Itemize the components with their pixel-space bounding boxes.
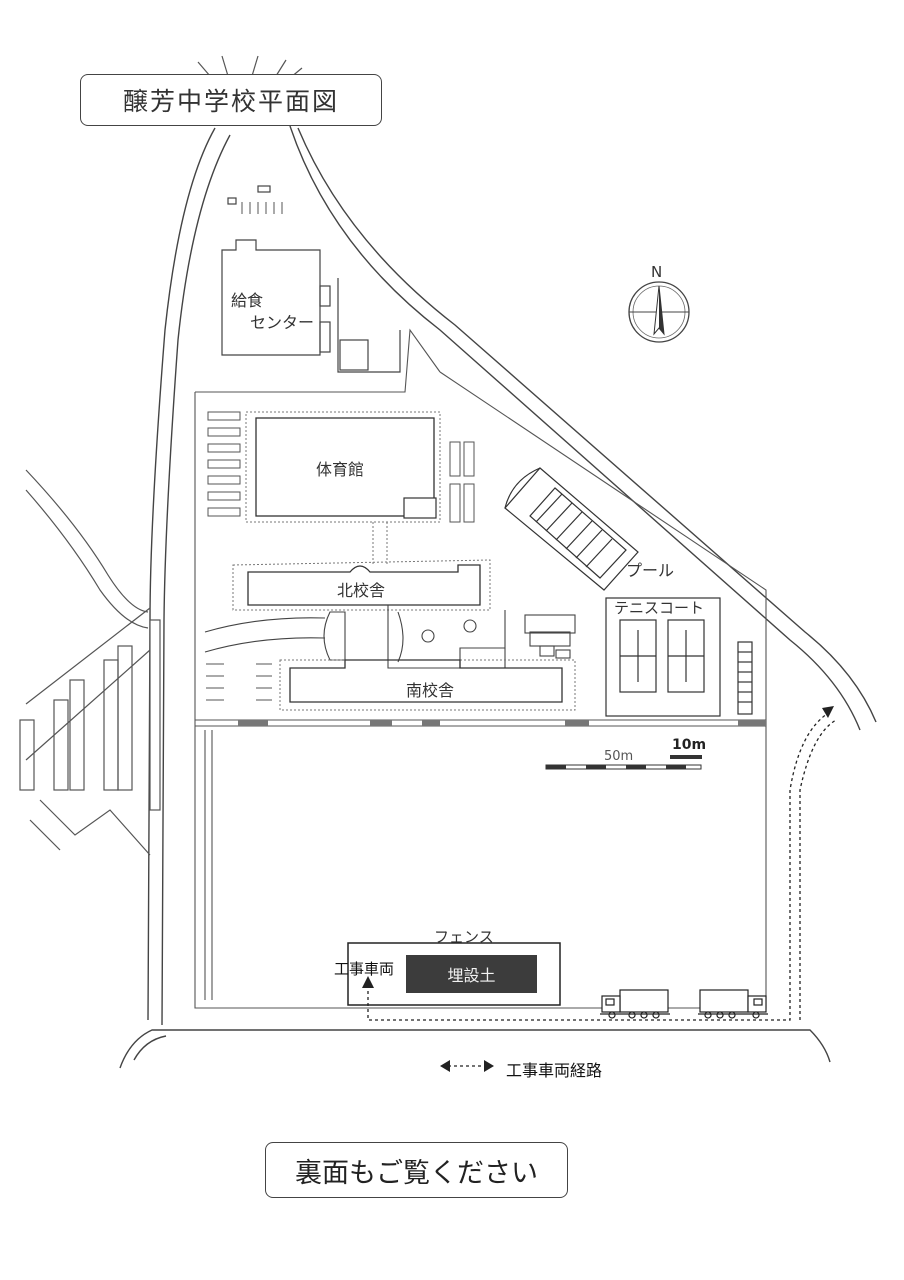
tennis-courts: [605, 597, 753, 717]
lunch-center-label-line1: 給食: [231, 291, 264, 310]
route-arrow-road: [822, 706, 834, 718]
scale-bar: [545, 755, 702, 770]
south-west-parking: [206, 663, 272, 701]
gym-east-parking: [449, 441, 475, 523]
title-rays: [197, 55, 303, 79]
route-arrow-fence: [362, 976, 374, 988]
lunch-center-building: [221, 185, 401, 373]
west-area: [19, 469, 161, 856]
gymnasium-label: 体育館: [316, 460, 365, 479]
fence-label: フェンス: [434, 928, 494, 946]
courtyard: [204, 605, 576, 669]
route-legend-label: 工事車両経路: [506, 1061, 603, 1080]
route-legend-arrow: [440, 1060, 494, 1072]
gym-west-parking: [207, 411, 241, 517]
school-boundary: [194, 328, 767, 1009]
truck-icon: [600, 989, 670, 1019]
pool-label: プール: [626, 561, 675, 580]
gymnasium-building: [245, 411, 441, 565]
compass: [628, 281, 690, 343]
compass-north-label: N: [651, 263, 663, 281]
school-fence-blocks: [238, 720, 766, 726]
scale-10m-label: 10m: [672, 737, 707, 753]
footer-note: 裏面もご覧ください: [265, 1142, 568, 1198]
south-building: [279, 659, 576, 711]
fence-enclosure: [347, 942, 561, 1006]
lunch-center-parking: [241, 202, 283, 214]
lunch-center-label-line2: センター: [250, 313, 315, 332]
tennis-court-label: テニスコート: [614, 599, 705, 617]
north-building: [232, 559, 491, 611]
construction-vehicle-label: 工事車両: [334, 960, 395, 978]
buried-soil-area: 埋設土: [406, 955, 537, 993]
map-title: 醸芳中学校平面図: [80, 74, 382, 126]
north-building-label: 北校舎: [337, 581, 386, 600]
truck-icon: [698, 989, 768, 1019]
pool-facility: [504, 467, 639, 591]
scale-50m-label: 50m: [604, 749, 634, 764]
main-road: [119, 125, 877, 1069]
vehicle-route: [367, 711, 837, 1021]
south-building-label: 南校舎: [406, 681, 455, 700]
